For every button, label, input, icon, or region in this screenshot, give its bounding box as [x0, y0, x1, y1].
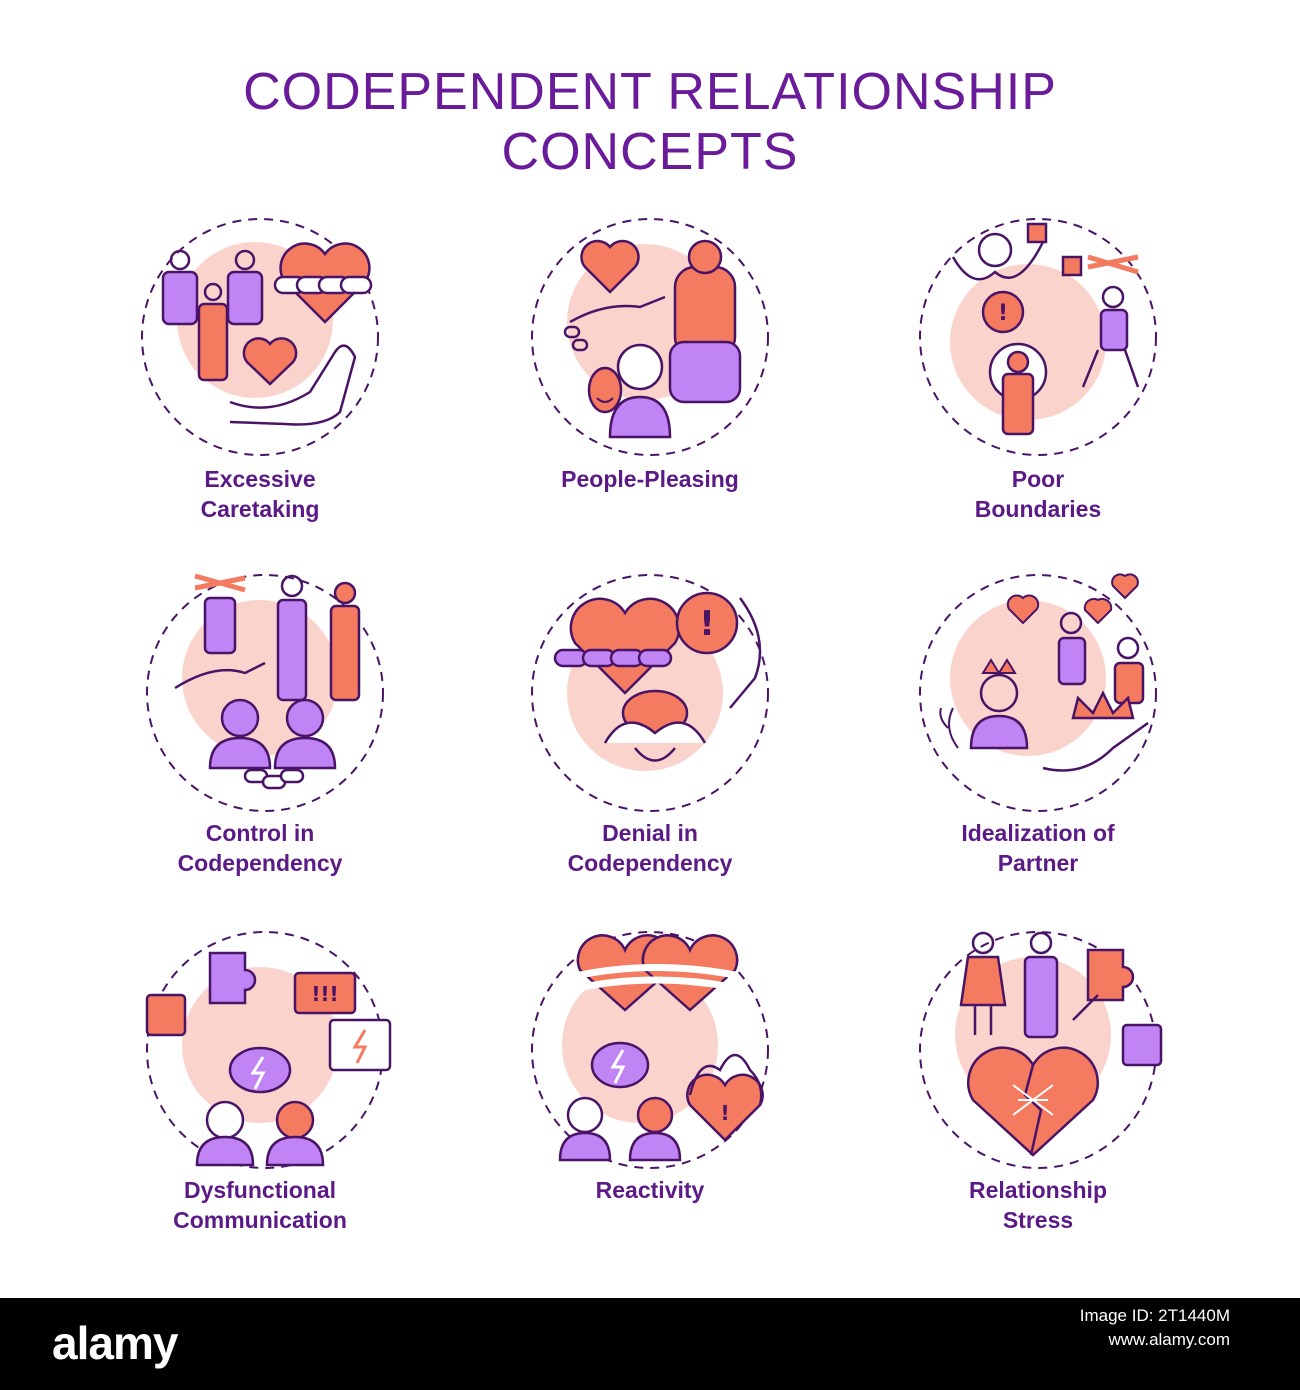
- control-icon: [146, 573, 384, 812]
- image-id: Image ID: 2T1440M www.alamy.com: [1079, 1306, 1230, 1349]
- svg-text:!!!: !!!: [311, 982, 338, 1006]
- dysfunctional-communication-icon: !!!: [145, 931, 392, 1169]
- svg-text:!: !: [720, 1101, 729, 1125]
- concept-label: Excessive Caretaking: [200, 466, 320, 522]
- concept-label: Control in Codependency: [177, 820, 343, 876]
- poor-boundaries-icon: !: [919, 218, 1157, 456]
- title-line-2: CONCEPTS: [501, 123, 799, 181]
- footer-bar: alamy Image ID: 2T1440M www.alamy.com: [0, 1298, 1300, 1390]
- excessive-caretaking-icon: [141, 218, 379, 456]
- svg-text:!: !: [699, 604, 715, 644]
- idealization-icon: [919, 573, 1157, 812]
- svg-text:!: !: [998, 301, 1008, 326]
- title-line-1: CODEPENDENT RELATIONSHIP: [243, 63, 1057, 121]
- relationship-stress-icon: [919, 931, 1163, 1169]
- reactivity-icon: !: [531, 931, 769, 1169]
- concept-label: People-Pleasing: [561, 466, 739, 492]
- concept-label: Dysfunctional Communication: [173, 1177, 347, 1233]
- concept-label: Reactivity: [595, 1177, 705, 1203]
- alamy-logo: alamy: [52, 1317, 178, 1369]
- denial-icon: !: [531, 574, 769, 812]
- concept-label: Denial in Codependency: [567, 820, 733, 876]
- concept-label: Relationship Stress: [968, 1177, 1107, 1233]
- people-pleasing-icon: [531, 218, 769, 456]
- page-title: CODEPENDENT RELATIONSHIP CONCEPTS: [0, 62, 1300, 182]
- concept-label: Poor Boundaries: [974, 466, 1102, 522]
- concept-label: Idealization of Partner: [961, 820, 1115, 876]
